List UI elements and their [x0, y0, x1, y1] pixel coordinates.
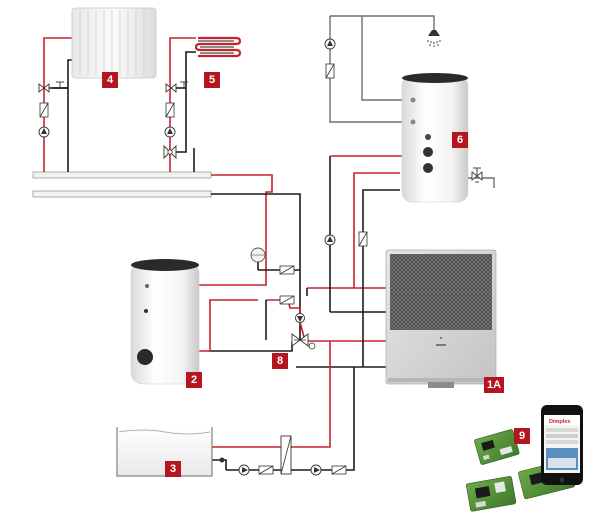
radiator-circuit: [43, 37, 75, 172]
hp-pump-icon: [324, 234, 336, 246]
floor-heating-number-tag: 5: [204, 72, 220, 88]
mixing-group-pump-icon: [295, 313, 305, 323]
distribution-header-return: [32, 190, 212, 198]
floor-heating-valve-icon: [165, 81, 188, 93]
mixing-valve-icon: [291, 333, 316, 350]
pool-pump-secondary-icon: [310, 464, 322, 476]
floor-heating-check-valve-icon: [165, 102, 175, 118]
dhw-circuit: [329, 15, 495, 188]
shower-icon: [427, 30, 441, 47]
mixing-group-check-valve-upper-icon: [279, 265, 295, 275]
radiator-pump-icon: [38, 126, 50, 138]
smartphone: Dimplex: [541, 405, 583, 485]
buffer-tank-pipes: [196, 285, 267, 352]
pool-pump-icon: [238, 464, 250, 476]
dhw-drain-valve-icon: [471, 167, 483, 183]
dhw-check-valve-icon: [325, 63, 335, 79]
main-trunk-pipes: [197, 156, 400, 368]
buffer-tank-number-tag: 2: [186, 372, 202, 388]
heat-pump-number-tag: 1A: [484, 377, 504, 393]
pool-number-tag: 3: [165, 461, 181, 477]
mixing-group-check-valve-lower-icon: [279, 295, 295, 305]
dhw-tank: [401, 73, 469, 203]
pool-check-valve-right-icon: [331, 465, 347, 475]
pool-heat-exchanger-icon: [280, 435, 292, 475]
dhw-tank-number-tag: 6: [452, 132, 468, 148]
buffer-tank: [130, 259, 200, 385]
floor-heating-mixer-icon: [163, 144, 177, 160]
floor-heating-coil: [194, 36, 242, 58]
floor-heating-pump-icon: [164, 126, 176, 138]
distribution-header-supply: [32, 171, 212, 179]
radiator-valve-icon: [38, 81, 68, 93]
expansion-vessel: [250, 247, 266, 270]
pool-basin: [116, 427, 225, 477]
radiator: [71, 7, 157, 79]
radiator-check-valve-icon: [39, 102, 49, 118]
phone-brand-label: Dimplex: [549, 419, 571, 425]
pool-check-valve-left-icon: [258, 465, 274, 475]
heat-pump: [385, 249, 497, 388]
hp-check-valve-icon: [358, 231, 368, 247]
mixing-group-number-tag: 8: [272, 353, 288, 369]
controller-number-tag: 9: [514, 428, 530, 444]
dhw-pump-icon: [324, 38, 336, 50]
radiator-number-tag: 4: [102, 72, 118, 88]
